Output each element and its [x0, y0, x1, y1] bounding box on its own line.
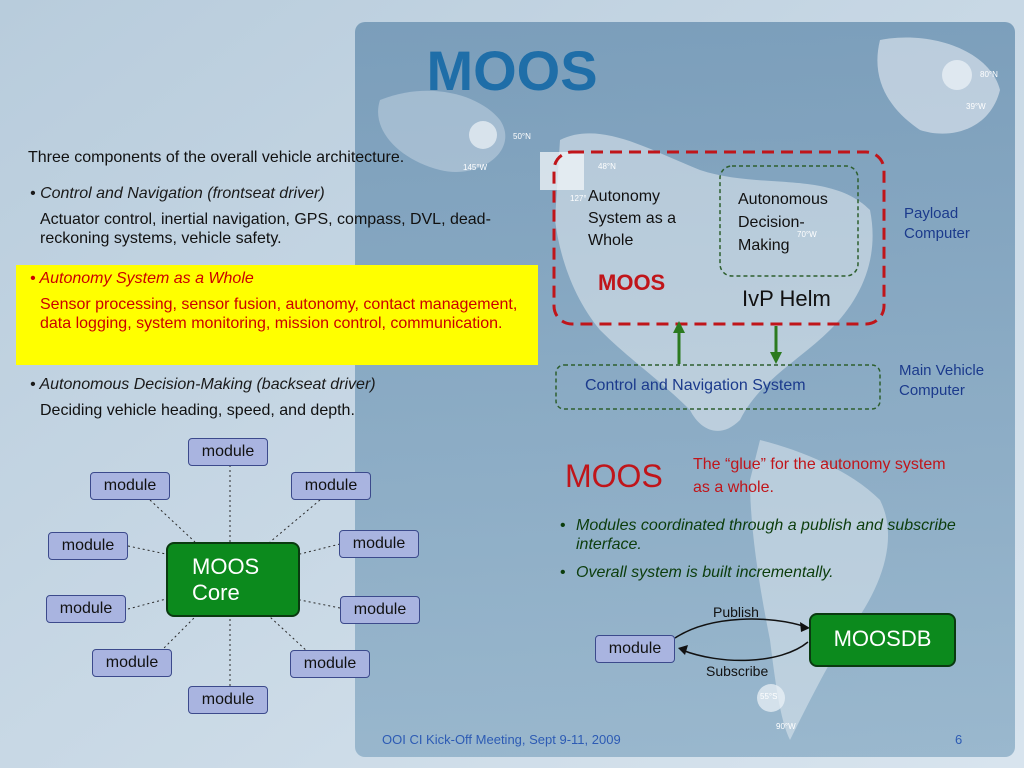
glue-bullet-2: • Overall system is built incrementally. — [560, 564, 980, 582]
hub-module: module — [290, 650, 370, 678]
glue-bullet-2-text: Overall system is built incrementally. — [576, 564, 834, 581]
page-number: 6 — [955, 732, 963, 747]
map-label: 145°W — [463, 163, 488, 172]
map-label: 90°W — [776, 722, 796, 731]
moos-word: MOOS — [565, 458, 663, 494]
map-label: 50°N — [513, 132, 531, 141]
bullet-3-heading: Autonomous Decision-Making (backseat dri… — [39, 376, 376, 393]
map-label: 55°S — [760, 692, 778, 701]
subscribe-label: Subscribe — [706, 663, 769, 679]
hub-module: module — [188, 438, 268, 466]
moosdb-box: MOOSDB — [809, 613, 956, 667]
slide-title: MOOS — [426, 39, 598, 102]
hub-module: module — [340, 596, 420, 624]
autonomy-dashed-box — [552, 150, 886, 326]
subscribe-arrowhead — [678, 645, 688, 655]
compass-rose-icon — [469, 121, 497, 149]
subscribe-arrow — [681, 641, 809, 662]
map-inset-square — [540, 152, 584, 190]
hub-module: module — [48, 532, 128, 560]
bullet-marker: • — [30, 376, 36, 393]
compass-rose-icon — [757, 684, 785, 712]
greenland-shape — [877, 37, 1000, 134]
footer-text: OOI CI Kick-Off Meeting, Sept 9-11, 2009 — [382, 732, 621, 747]
map-label: 39°W — [966, 102, 986, 111]
decision-dashed-box — [719, 165, 859, 277]
hub-module: module — [90, 472, 170, 500]
ivp-helm-label: IvP Helm — [742, 286, 831, 311]
glue-description: The “glue” for the autonomy system as a … — [693, 456, 946, 496]
bullet-3: • Autonomous Decision-Making (backseat d… — [30, 376, 550, 420]
hub-module: module — [291, 472, 371, 500]
main-vehicle-computer-label: Main Vehicle Computer — [899, 362, 985, 399]
bullet-1-text: Actuator control, inertial navigation, G… — [40, 211, 491, 247]
map-label: 70°W — [797, 230, 817, 239]
down-arrow-icon — [770, 326, 782, 364]
bullet-1-heading: Control and Navigation (frontseat driver… — [40, 185, 325, 202]
moos-core-box: MOOS Core — [166, 542, 300, 617]
bullet-3-text: Deciding vehicle heading, speed, and dep… — [40, 402, 355, 419]
bullet-1: • Control and Navigation (frontseat driv… — [30, 185, 550, 248]
map-label: 127° — [570, 194, 587, 203]
bullet-2-text: Sensor processing, sensor fusion, autono… — [40, 296, 518, 332]
bullet-2-heading: Autonomy System as a Whole — [39, 270, 254, 287]
south-america-shape — [750, 440, 889, 740]
bullet-marker: • — [30, 185, 36, 202]
pubsub-module: module — [595, 635, 675, 663]
publish-arrow — [674, 618, 807, 639]
map-label: 80°N — [980, 70, 998, 79]
architecture-diagram — [552, 150, 886, 410]
hub-module: module — [188, 686, 268, 714]
publish-label: Publish — [713, 604, 759, 620]
bullet-marker: • — [560, 564, 566, 581]
publish-arrowhead — [800, 622, 810, 632]
autonomy-system-label: Autonomy System as a Whole — [588, 188, 677, 249]
control-nav-label: Control and Navigation System — [585, 377, 806, 394]
glue-bullet-1-text: Modules coordinated through a publish an… — [576, 517, 956, 553]
control-nav-dashed-box — [555, 364, 881, 410]
bullet-marker: • — [560, 517, 566, 534]
hub-module: module — [339, 530, 419, 558]
highlight-box — [16, 265, 538, 365]
map-label: 48°N — [598, 162, 616, 171]
hub-module: module — [92, 649, 172, 677]
up-arrow-icon — [673, 321, 685, 364]
pubsub-arrows — [674, 618, 810, 662]
moos-label: MOOS — [598, 270, 666, 295]
decision-making-label: Autonomous Decision-Making — [738, 191, 828, 254]
bullet-marker: • — [30, 270, 36, 287]
bullet-2: • Autonomy System as a Whole Sensor proc… — [30, 270, 535, 333]
hub-module: module — [46, 595, 126, 623]
glue-bullet-1: • Modules coordinated through a publish … — [560, 516, 980, 554]
compass-rose-icon — [942, 60, 972, 90]
intro-text: Three components of the overall vehicle … — [28, 149, 405, 166]
north-america-shape — [555, 133, 873, 431]
payload-computer-label: Payload Computer — [904, 205, 970, 242]
land-fragment-shape — [378, 90, 506, 172]
